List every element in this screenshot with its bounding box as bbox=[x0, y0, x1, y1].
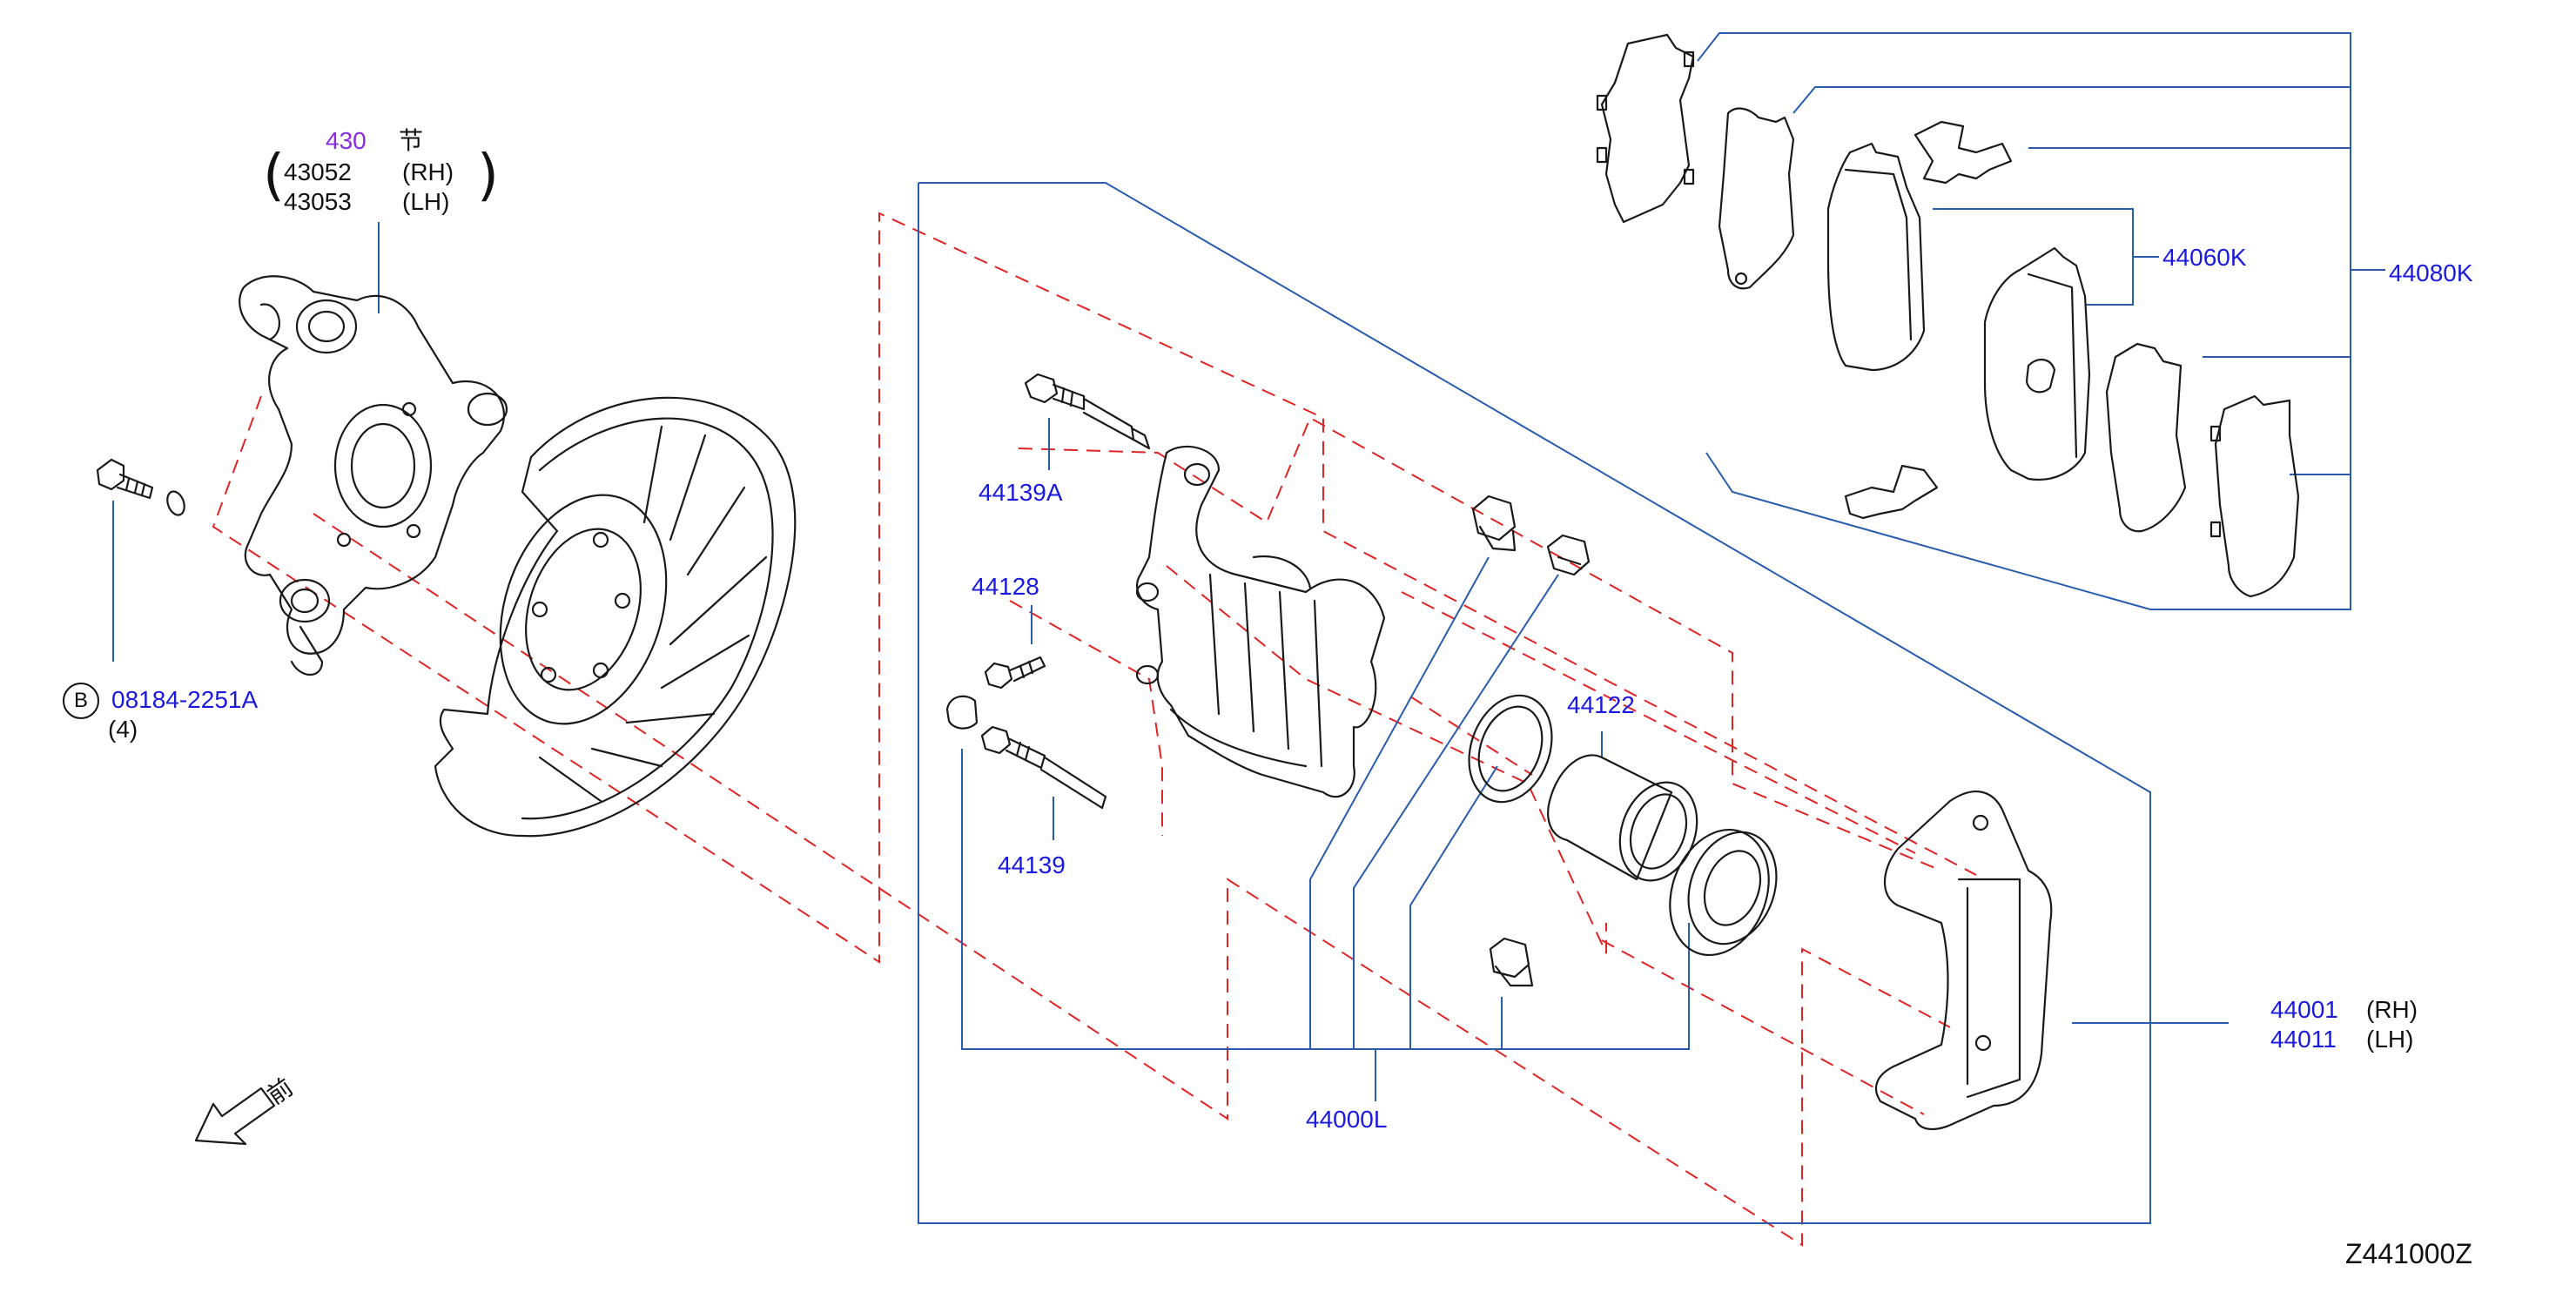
pad-kit-number[interactable]: 44080K bbox=[2389, 259, 2473, 286]
knuckle-lh-side: (LH) bbox=[402, 188, 450, 215]
bracket-rh-side: (RH) bbox=[2366, 996, 2418, 1023]
bracket-lh-side: (LH) bbox=[2366, 1026, 2414, 1053]
brake-pads-kit bbox=[1596, 33, 2300, 598]
caliper-body bbox=[1135, 445, 1386, 798]
front-direction-arrow bbox=[194, 1087, 276, 1146]
seals-and-piston bbox=[1468, 495, 1778, 987]
alignment-guides bbox=[212, 212, 1977, 1247]
bolt-quantity: (4) bbox=[108, 716, 138, 743]
bracket-rh-number[interactable]: 44001 bbox=[2270, 996, 2338, 1023]
caliper-small-parts bbox=[945, 373, 1151, 810]
diagram-id: Z441000Z bbox=[2345, 1238, 2472, 1269]
bolt-ref-circle: B bbox=[63, 683, 99, 719]
caliper-assembly-number[interactable]: 44000L bbox=[1306, 1106, 1388, 1133]
knuckle-part-number[interactable]: 430 bbox=[326, 127, 367, 154]
leader-lines bbox=[112, 32, 2385, 1224]
bolt-part-number[interactable]: 08184-2251A bbox=[111, 686, 259, 713]
bleeder-number[interactable]: 44128 bbox=[972, 573, 1039, 600]
piston-number[interactable]: 44122 bbox=[1567, 691, 1635, 718]
pad-set-number[interactable]: 44060K bbox=[2162, 244, 2247, 271]
knuckle-lh-number: 43053 bbox=[284, 188, 352, 215]
dust-shield bbox=[434, 396, 797, 838]
knuckle-rh-side: (RH) bbox=[402, 158, 454, 185]
steering-knuckle bbox=[239, 275, 508, 676]
knuckle-part-name: 节 bbox=[399, 127, 424, 154]
bracket-lh-number[interactable]: 44011 bbox=[2270, 1026, 2337, 1053]
knuckle-rh-number: 43052 bbox=[284, 158, 352, 185]
caliper-bracket bbox=[1874, 791, 2053, 1130]
open-paren: ( bbox=[263, 144, 285, 208]
guide-pin-a-number[interactable]: 44139A bbox=[979, 479, 1063, 506]
guide-pin-number[interactable]: 44139 bbox=[998, 851, 1066, 878]
close-paren: ) bbox=[477, 144, 499, 208]
bolt-and-washer bbox=[96, 458, 185, 516]
